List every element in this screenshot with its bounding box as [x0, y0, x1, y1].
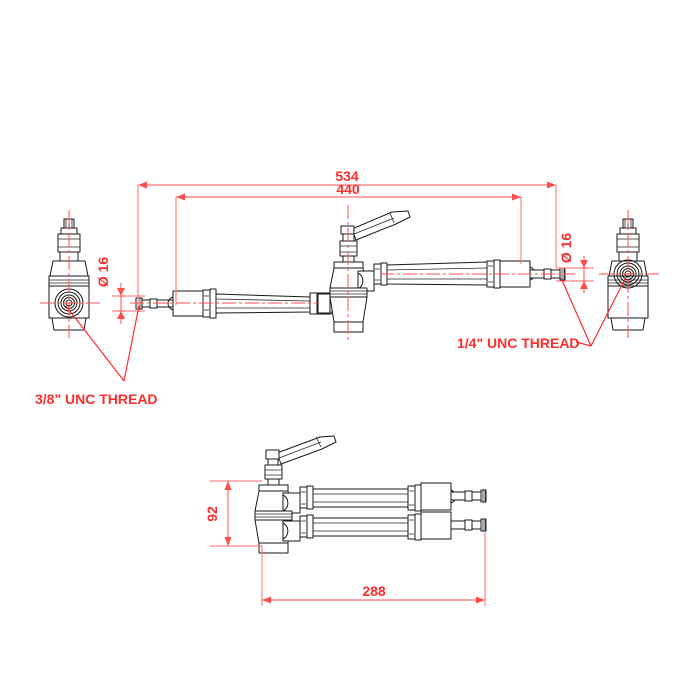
dimension-label-92: 92 [204, 506, 220, 522]
dimension-dia16-right: Ø 16 [556, 233, 594, 293]
dimension-440: 440 [175, 181, 522, 305]
left-valve-end-view [40, 210, 100, 338]
note-14-unc-thread: 1/4" UNC THREAD [457, 276, 627, 351]
dimension-label-288: 288 [362, 583, 386, 599]
centre-valve [317, 205, 411, 340]
dimension-dia16-left: Ø 16 [95, 257, 145, 324]
dimension-288: 288 [261, 532, 486, 606]
dimension-label-534: 534 [335, 168, 359, 184]
side-view-lower-hose [299, 511, 487, 541]
side-view-group: 92 288 [204, 435, 487, 606]
left-hose-assembly [130, 288, 340, 319]
side-view-upper-hose [299, 482, 487, 512]
dimension-label-440: 440 [336, 181, 360, 197]
dimension-label-dia16-right: Ø 16 [558, 233, 574, 264]
note-label-38-unc: 3/8" UNC THREAD [35, 391, 158, 407]
dimension-label-dia16-left: Ø 16 [95, 257, 111, 288]
right-valve-end-view [599, 210, 659, 338]
top-view-group: 534 440 Ø 16 [35, 168, 659, 407]
right-hose-assembly [373, 259, 575, 289]
note-38-unc-thread: 3/8" UNC THREAD [35, 305, 158, 407]
note-label-14-unc: 1/4" UNC THREAD [457, 335, 580, 351]
dimension-92: 92 [204, 480, 262, 547]
dimension-534: 534 [137, 168, 557, 310]
